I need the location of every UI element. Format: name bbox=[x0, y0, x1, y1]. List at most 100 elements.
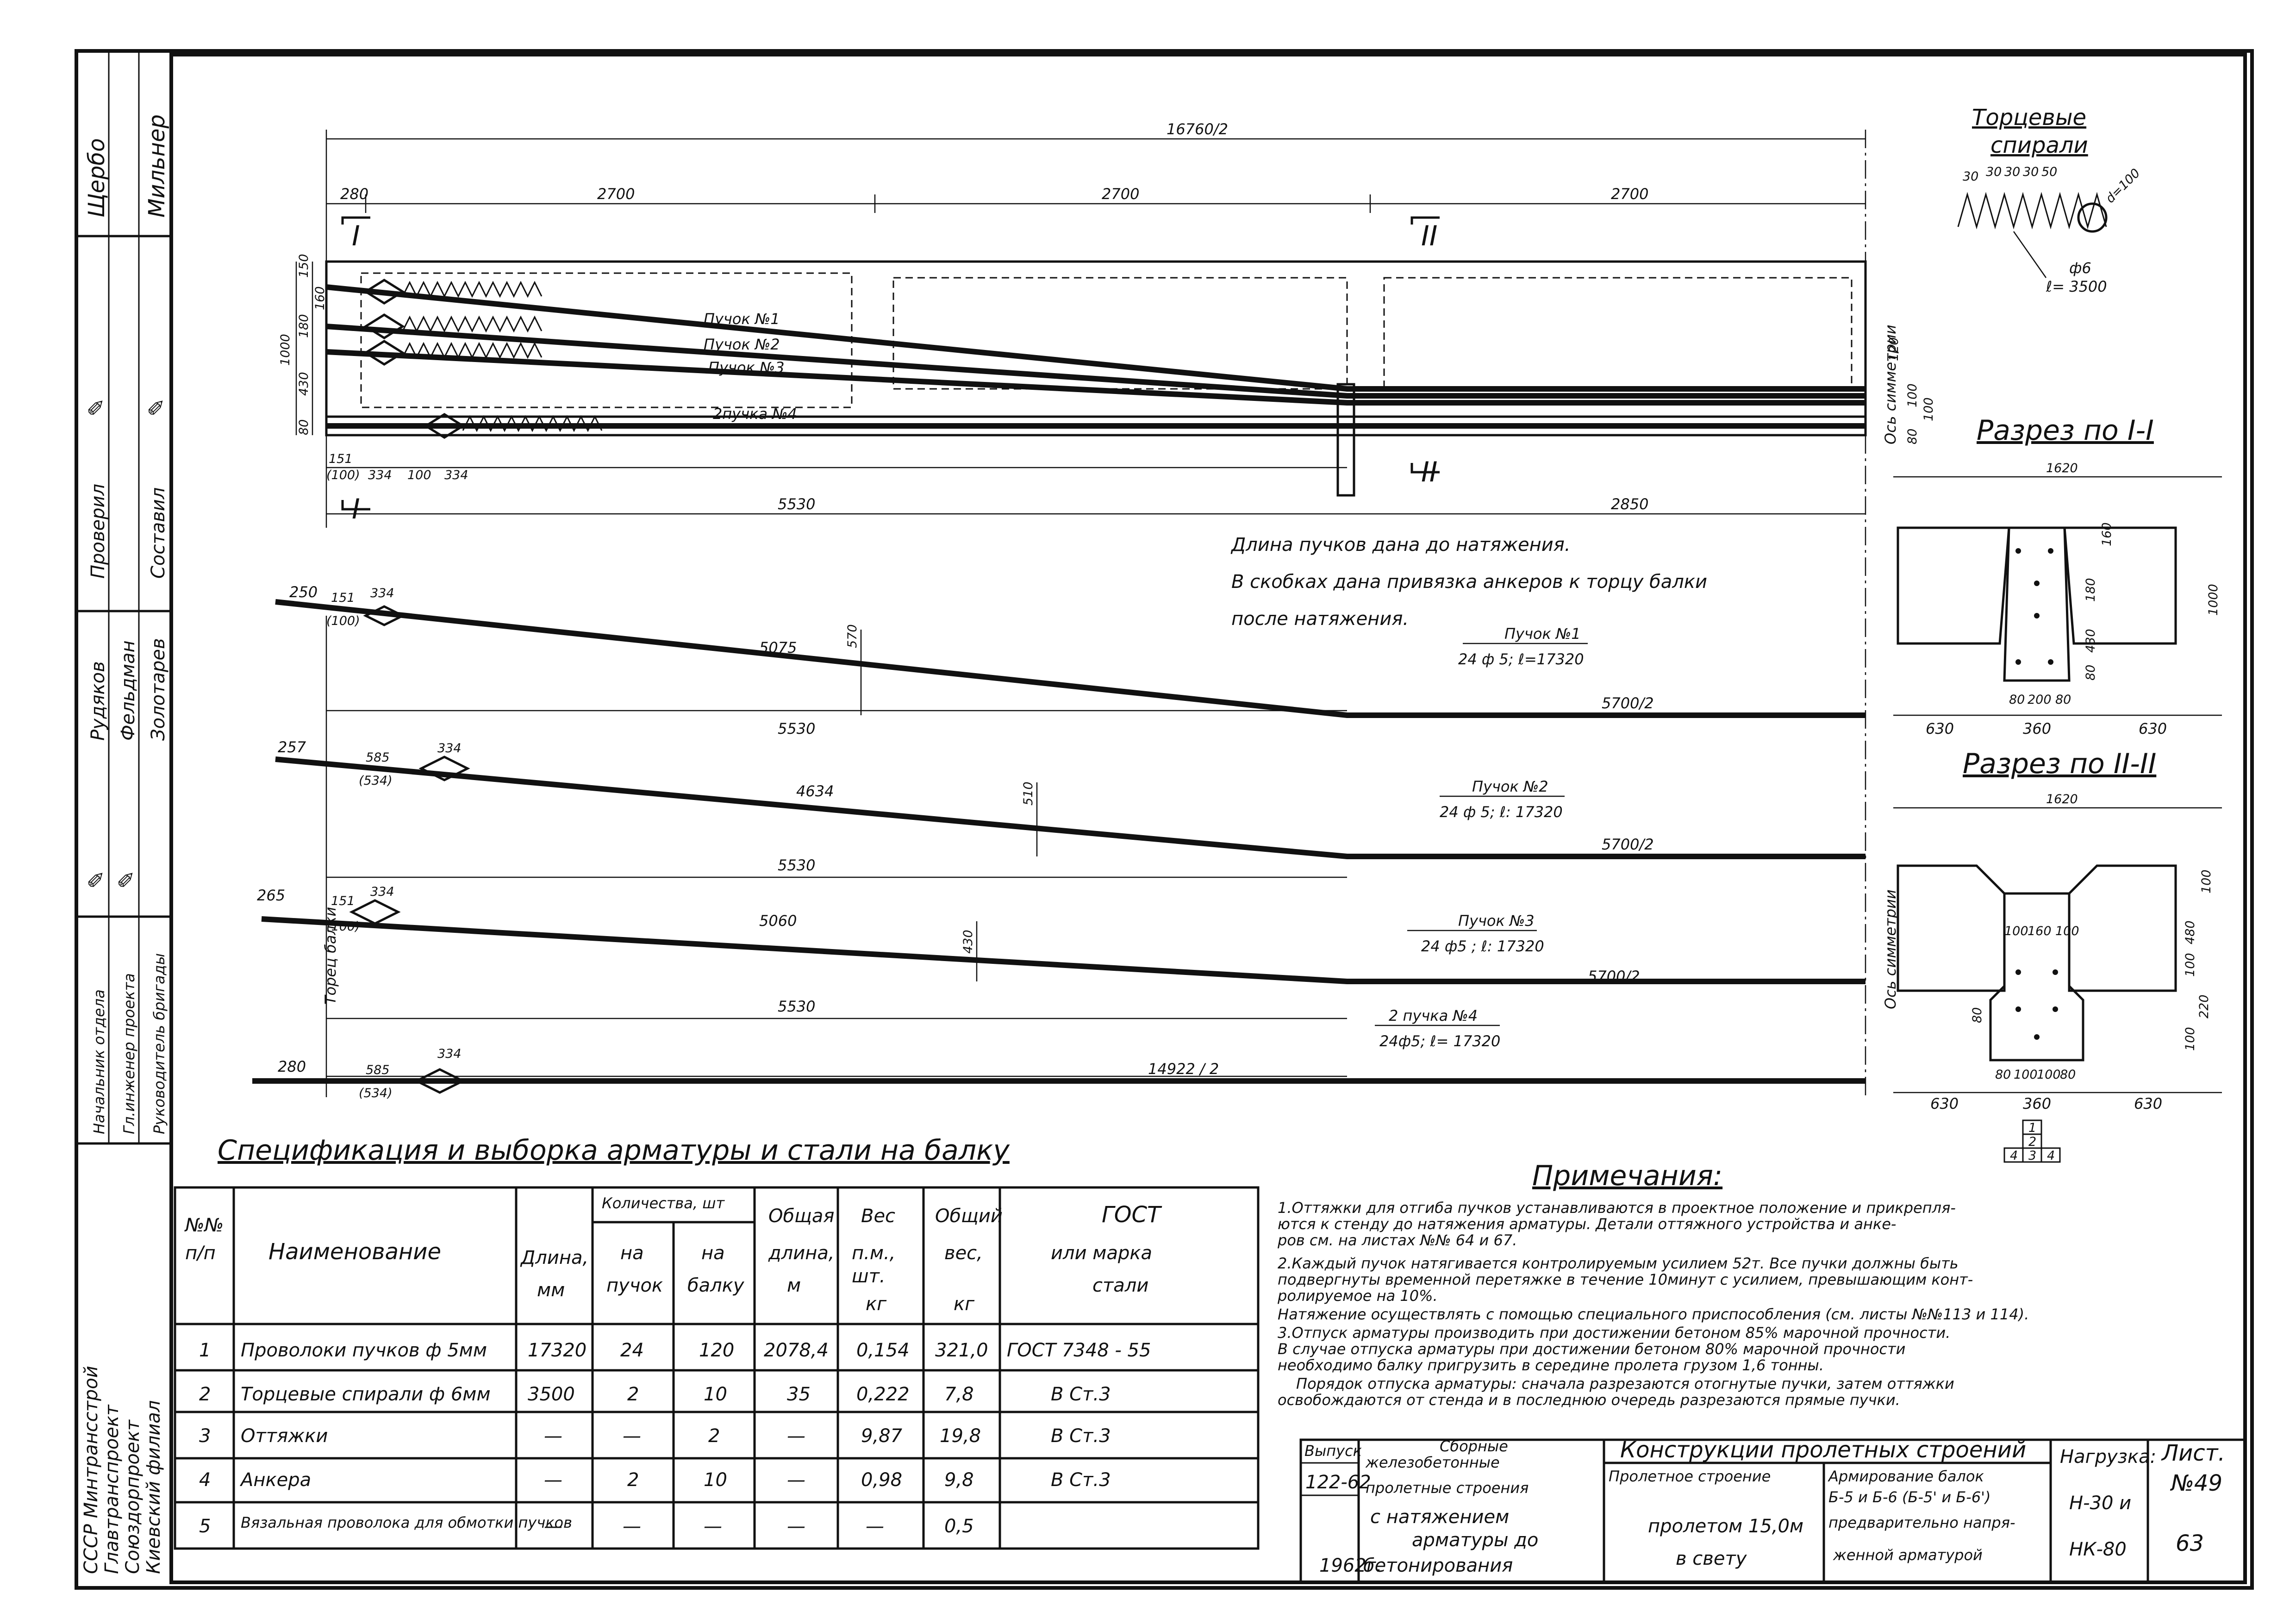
s2-ti-100b: 100 bbox=[2055, 924, 2079, 938]
symmetry-axis-2: Ось симметрии bbox=[1882, 889, 1899, 1009]
tb-load-label: Нагрузка: bbox=[2060, 1446, 2156, 1468]
s2-sd-220: 220 bbox=[2197, 994, 2211, 1018]
drawing-note-2: В скобках дана привязка анкеров к торцу … bbox=[1231, 571, 1707, 593]
dim-b-100: 100 bbox=[407, 468, 431, 482]
h-uw-4: кг bbox=[866, 1293, 887, 1315]
r1-name: Проволоки пучков ф 5мм bbox=[241, 1340, 487, 1361]
s1-bi-80b: 80 bbox=[2055, 693, 2071, 707]
tb-content-2: Б-5 и Б-6 (Б-5' и Б-6') bbox=[1828, 1488, 1990, 1506]
s1-bo-630b: 630 bbox=[2139, 720, 2167, 737]
tb-load-2: НК-80 bbox=[2069, 1539, 2127, 1560]
s1-dim-1000: 1000 bbox=[2206, 584, 2221, 616]
r2-tl: 35 bbox=[787, 1384, 811, 1405]
h-g-3: стали bbox=[1092, 1275, 1148, 1296]
spiral-pitch-2: 30 bbox=[1986, 165, 2002, 179]
dim-seg-2700-b: 2700 bbox=[1102, 185, 1139, 203]
s1-bo-630a: 630 bbox=[1926, 720, 1954, 737]
dim-h-100b: 100 bbox=[1922, 397, 1936, 421]
r3-uw: 9,87 bbox=[861, 1425, 903, 1447]
dim-seg-2700-a: 2700 bbox=[597, 185, 635, 203]
bundle-label-4: 2пучка №4 bbox=[713, 405, 797, 423]
b1-spec: 24 ф 5; ℓ=17320 bbox=[1458, 650, 1584, 668]
bundle-1-line bbox=[326, 284, 1866, 392]
b4-anchor: 334 bbox=[437, 1047, 462, 1061]
name-feldman: Фельдман bbox=[118, 640, 139, 741]
b3-drop: 430 bbox=[961, 930, 975, 954]
outer-frame bbox=[75, 49, 2254, 1590]
dim-h-150: 150 bbox=[297, 254, 311, 278]
r4-tl: — bbox=[787, 1469, 805, 1491]
note-line-8: 3.Отпуск арматуры производить при достиж… bbox=[1278, 1324, 1950, 1342]
section2-title: Разрез по II-II bbox=[1963, 748, 2156, 780]
r3-tl: — bbox=[787, 1425, 805, 1447]
spirals-title-2: спирали bbox=[1990, 132, 2088, 158]
b4-a2: (534) bbox=[359, 1086, 393, 1100]
bundle-label-1: Пучок №1 bbox=[704, 310, 780, 328]
key-2: 2 bbox=[2028, 1135, 2036, 1149]
r1-tw: 321,0 bbox=[935, 1340, 988, 1361]
dim-b-151: 151 bbox=[329, 452, 353, 466]
r4-pb: 2 bbox=[627, 1469, 639, 1491]
dim-b-334a: 334 bbox=[368, 468, 392, 482]
key-4b: 4 bbox=[2047, 1149, 2055, 1163]
b2-slope: 4634 bbox=[796, 782, 834, 800]
note-line-7: Натяжение осуществлять с помощью специал… bbox=[1278, 1305, 2029, 1323]
bundle-detail-2: 257 585 (534) 334 4634 510 5530 Пучок №2… bbox=[275, 738, 1866, 878]
dim-h-100a: 100 bbox=[1905, 383, 1920, 407]
dim-h-120: 120 bbox=[1887, 337, 1901, 361]
note-line-9: В случае отпуска арматуры при достижении… bbox=[1278, 1340, 1905, 1358]
b3-slope: 5060 bbox=[759, 912, 797, 930]
dim-seg-2700-c: 2700 bbox=[1611, 185, 1648, 203]
spiral-pitch-3: 30 bbox=[2004, 165, 2020, 179]
r4-tw: 9,8 bbox=[944, 1469, 974, 1491]
compiled-label: Составил bbox=[148, 487, 169, 579]
tb-series-3: пролетные строения bbox=[1366, 1479, 1529, 1497]
checked-label: Проверил bbox=[87, 484, 109, 579]
key-1: 1 bbox=[2028, 1121, 2036, 1135]
r4-g: В Ст.3 bbox=[1051, 1469, 1111, 1491]
b3-a: 151 bbox=[331, 894, 355, 908]
tb-sheet: №49 bbox=[2170, 1470, 2222, 1496]
r2-pbe: 10 bbox=[704, 1384, 727, 1405]
signature-2: ✎ bbox=[144, 398, 170, 417]
role-head: Начальник отдела bbox=[90, 989, 108, 1134]
section-mark-i-top: I bbox=[352, 220, 360, 252]
s1-bo-360: 360 bbox=[2023, 720, 2051, 737]
b3-half: 5700/2 bbox=[1588, 968, 1640, 985]
s2-sd-100c: 100 bbox=[2183, 1027, 2197, 1051]
tb-span-1: пролетом 15,0м bbox=[1648, 1516, 1803, 1537]
h-pb-2: пучок bbox=[606, 1275, 663, 1296]
section1-title: Разрез по I-I bbox=[1977, 414, 2154, 447]
s2-bi-100a: 100 bbox=[2014, 1068, 2038, 1082]
anchor-group bbox=[363, 279, 603, 439]
name-shcherbo: Щербо bbox=[84, 138, 110, 218]
section2-width: 1620 bbox=[2046, 792, 2078, 806]
r5-len: — bbox=[544, 1516, 562, 1537]
dim-b-334b: 334 bbox=[444, 468, 468, 482]
b1-name: Пучок №1 bbox=[1504, 625, 1581, 643]
signature-1: ✎ bbox=[84, 398, 110, 417]
dim-b-100p: (100) bbox=[326, 468, 360, 482]
hold-down-device bbox=[1336, 383, 1355, 497]
b1-a: 151 bbox=[331, 591, 355, 605]
note-line-10: необходимо балку пригрузить в середине п… bbox=[1278, 1356, 1824, 1374]
name-zolotarev: Золотарев bbox=[148, 638, 169, 741]
r4-pbe: 10 bbox=[704, 1469, 727, 1491]
sidebar-stamp: Щербо Мильнер ✎ ✎ Проверил Составил Рудя… bbox=[76, 51, 171, 1589]
beam-elevation: 16760/2 280 2700 2700 2700 I II I II bbox=[278, 120, 1936, 1097]
h-uw-3: шт. bbox=[852, 1266, 886, 1287]
note-line-6: ролируемое на 10%. bbox=[1277, 1287, 1438, 1305]
dim-h-80r: 80 bbox=[1905, 429, 1920, 444]
bundle-2-line bbox=[326, 324, 1866, 399]
r2-n: 2 bbox=[199, 1384, 211, 1405]
r4-n: 4 bbox=[199, 1469, 211, 1491]
spirals-detail: Торцевые спирали 30 30 30 30 50 d=100 ф6… bbox=[1957, 105, 2143, 295]
bundle-label-2: Пучок №2 bbox=[704, 336, 780, 353]
b4-spec: 24ф5; ℓ= 17320 bbox=[1379, 1032, 1500, 1050]
r1-pbe: 120 bbox=[699, 1340, 734, 1361]
tb-series-1: Сборные bbox=[1440, 1437, 1508, 1455]
s1-dim-160a: 160 bbox=[2100, 522, 2114, 546]
r1-n: 1 bbox=[199, 1340, 211, 1361]
b1-a2: (100) bbox=[326, 614, 360, 628]
b1-anchor: 334 bbox=[370, 586, 394, 600]
